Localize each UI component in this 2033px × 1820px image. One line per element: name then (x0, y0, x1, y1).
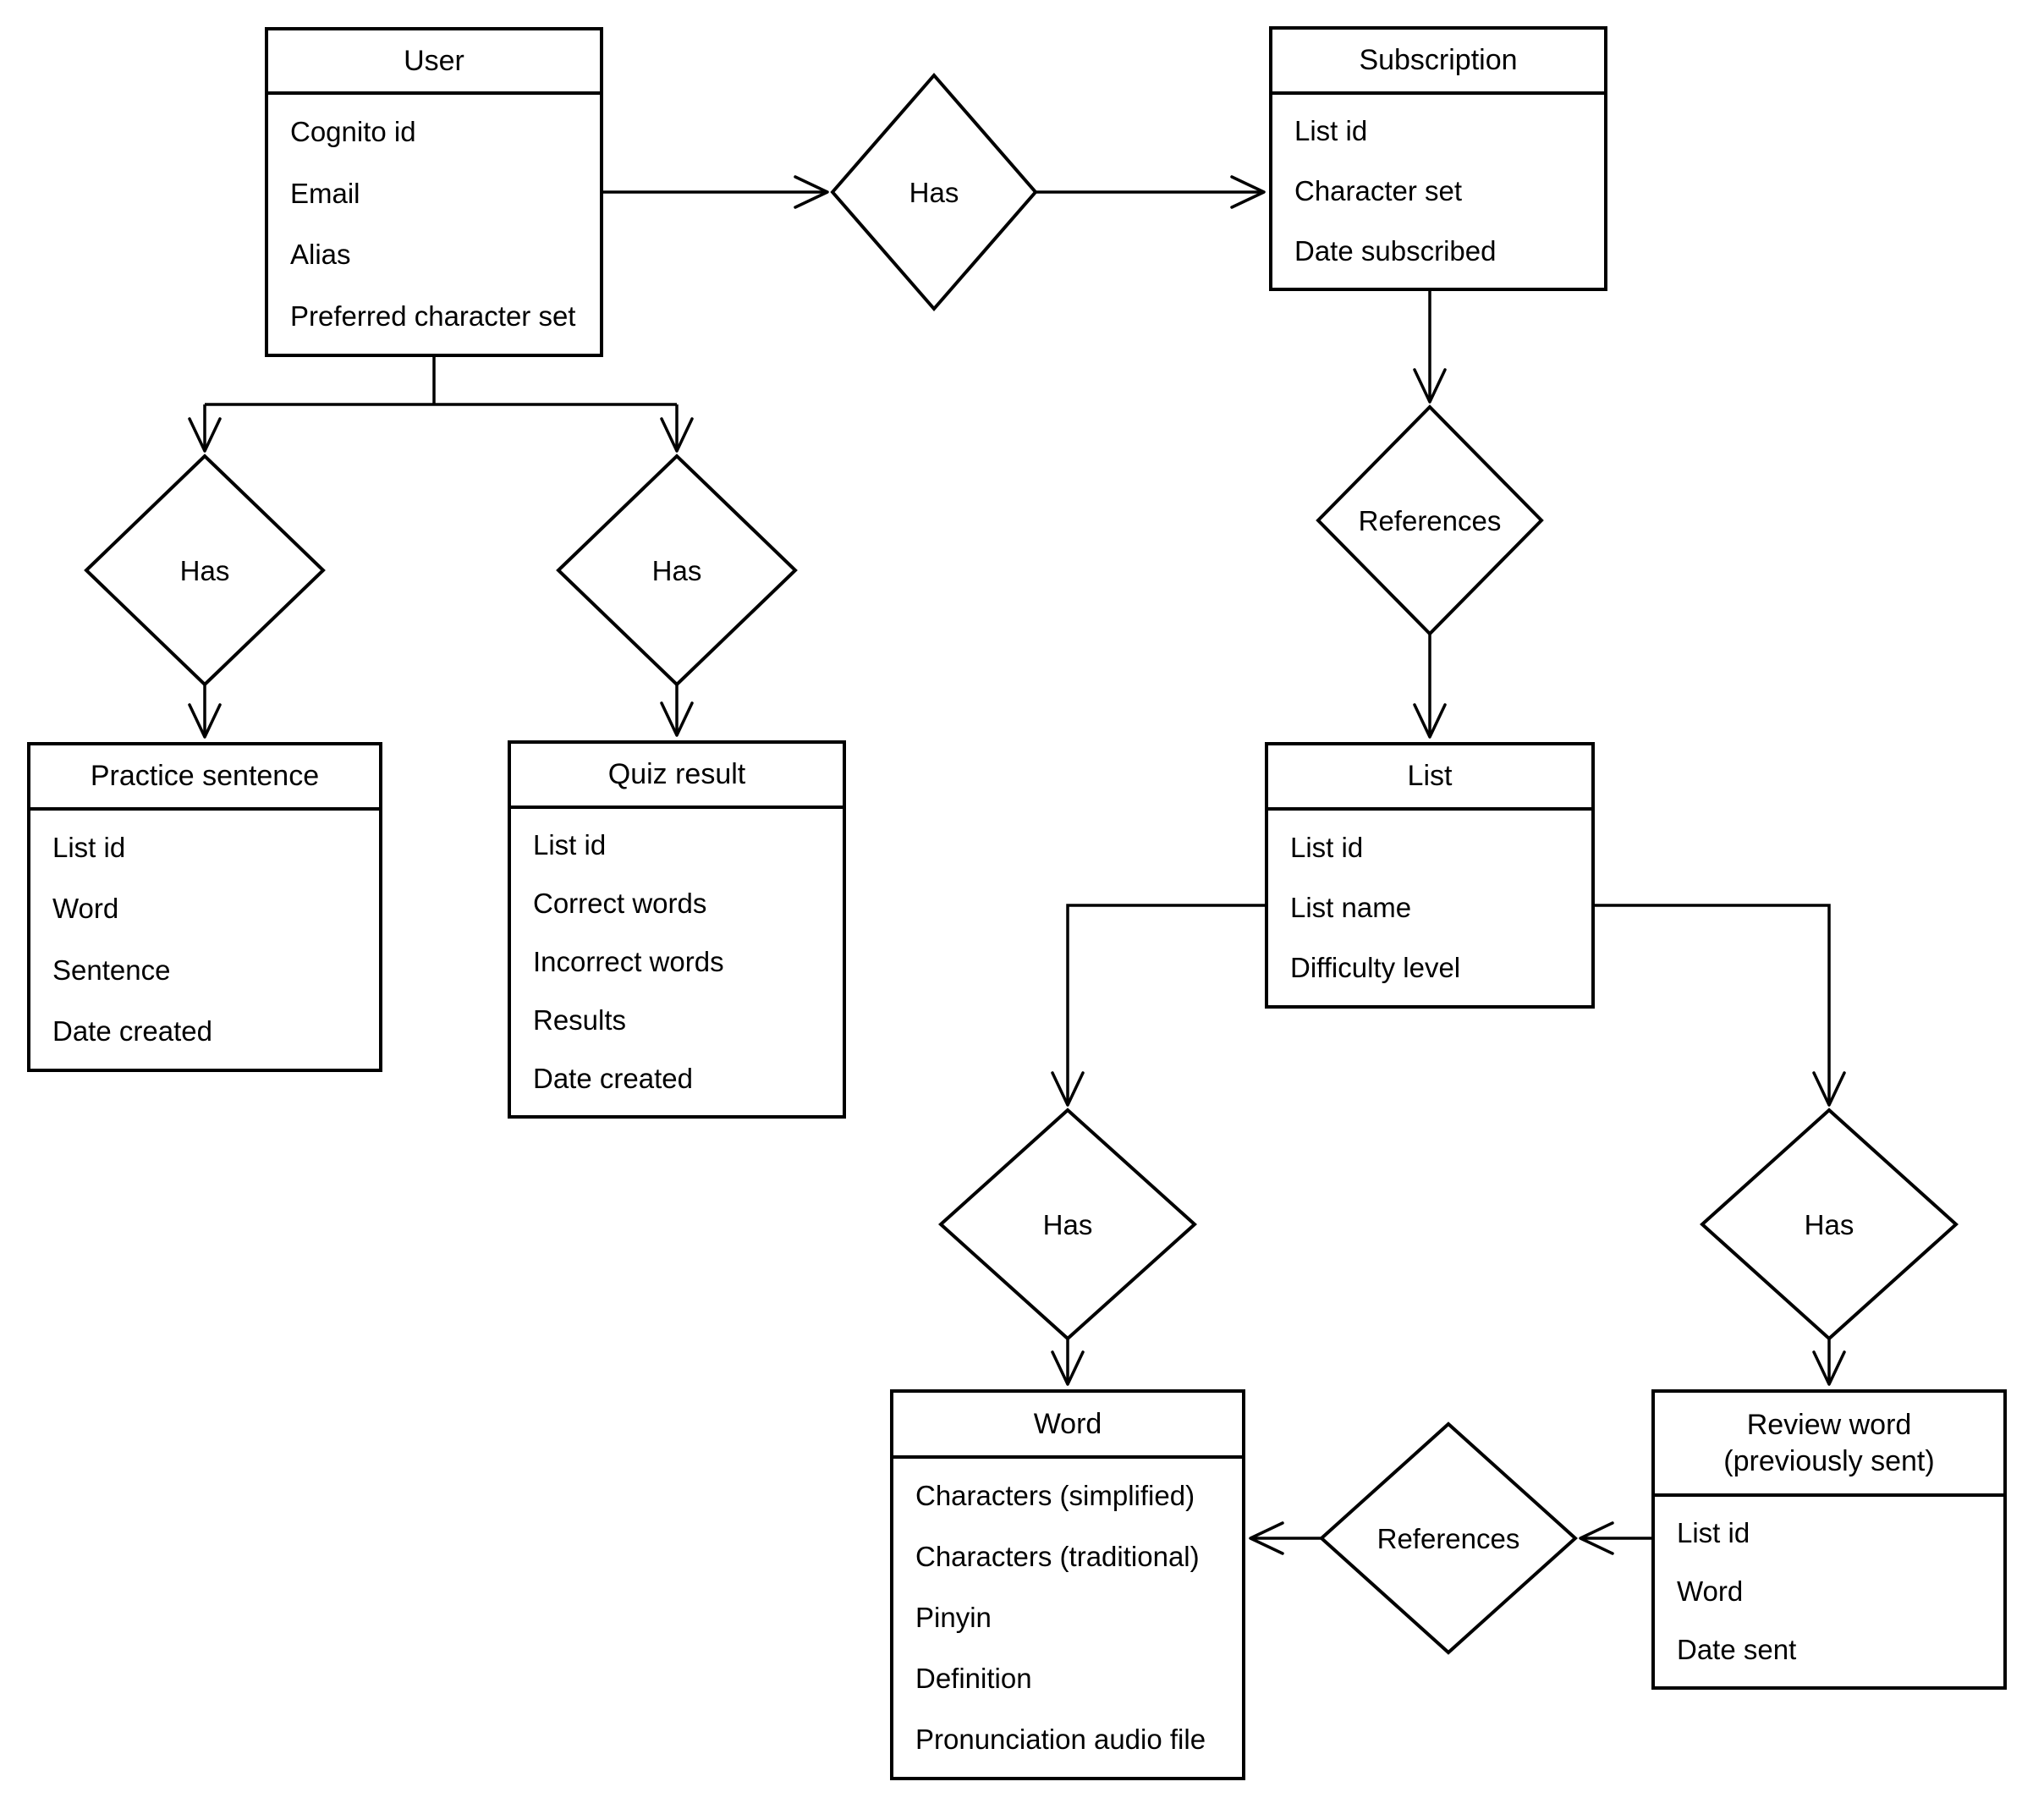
entity-title: Subscription (1272, 30, 1604, 95)
attribute-row: Characters (simplified) (915, 1480, 1195, 1511)
attribute-row: Date created (52, 1014, 212, 1047)
entity-user: User Cognito id Email Alias Preferred ch… (265, 27, 603, 357)
attribute-row: Results (533, 1004, 627, 1036)
entity-title-text-line2: (previously sent) (1723, 1444, 1935, 1477)
relationship-diamond-list-review (1700, 1108, 1959, 1341)
attribute-row: List id (1677, 1516, 1750, 1548)
entity-title-text: Quiz result (607, 758, 746, 791)
entity-review-word: Review word (previously sent) List id Wo… (1651, 1389, 2007, 1690)
entity-title: User (268, 30, 600, 95)
relationship-label: References (1377, 1523, 1520, 1554)
entity-attribute-list: List id Word Sentence Date created (30, 811, 379, 1069)
attribute-row: Word (52, 893, 119, 925)
relationship-diamond-user-quiz (556, 454, 798, 687)
entity-attribute-list: List id List name Difficulty level (1268, 811, 1591, 1005)
entity-title: Word (893, 1393, 1242, 1459)
entity-quiz-result: Quiz result List id Correct words Incorr… (508, 740, 846, 1119)
attribute-row: List name (1290, 891, 1412, 923)
attribute-row: List id (1294, 115, 1368, 147)
relationship-label: References (1359, 505, 1502, 536)
attribute-row: Character set (1294, 175, 1463, 206)
entity-title-text: List (1407, 760, 1453, 793)
relationship-label: Has (909, 177, 959, 208)
attribute-row: Characters (traditional) (915, 1541, 1200, 1572)
entity-title-text: Subscription (1359, 44, 1518, 77)
entity-attribute-list: List id Correct words Incorrect words Re… (511, 809, 843, 1115)
entity-word: Word Characters (simplified) Characters … (890, 1389, 1245, 1780)
entity-attribute-list: List id Word Date sent (1655, 1497, 2003, 1686)
attribute-row: Alias (290, 239, 351, 271)
entity-title-text: Practice sentence (90, 760, 320, 793)
entity-title-text: Word (1033, 1407, 1102, 1440)
relationship-diamond-user-practice (84, 454, 326, 687)
entity-title-text: User (404, 44, 464, 77)
attribute-row: Definition (915, 1663, 1032, 1694)
entity-attribute-list: Cognito id Email Alias Preferred charact… (268, 95, 600, 354)
attribute-row: Correct words (533, 887, 707, 919)
attribute-row: Difficulty level (1290, 952, 1461, 984)
relationship-label: Has (180, 555, 230, 586)
entity-title: Review word (previously sent) (1655, 1393, 2003, 1497)
connector-list-to-has-review (1595, 904, 1846, 1107)
entity-title: Practice sentence (30, 745, 379, 811)
connector-list-to-has-word (1051, 904, 1265, 1107)
attribute-row: Pronunciation audio file (915, 1724, 1206, 1755)
relationship-label: Has (1805, 1209, 1854, 1240)
attribute-row: List id (533, 828, 607, 861)
attribute-row: Word (1677, 1575, 1744, 1607)
attribute-row: Cognito id (290, 116, 416, 148)
relationship-diamond-list-word (938, 1108, 1197, 1341)
relationship-diamond-user-subscription (830, 72, 1038, 312)
attribute-row: Preferred character set (290, 300, 576, 332)
entity-title: Quiz result (511, 744, 843, 809)
entity-subscription: Subscription List id Character set Date … (1269, 26, 1607, 291)
attribute-row: Date subscribed (1294, 234, 1497, 267)
attribute-row: Sentence (52, 954, 171, 986)
attribute-row: List id (52, 832, 126, 864)
entity-title-text-line1: Review word (1746, 1409, 1912, 1441)
entity-attribute-list: List id Character set Date subscribed (1272, 95, 1604, 288)
entity-attribute-list: Characters (simplified) Characters (trad… (893, 1459, 1242, 1777)
attribute-row: Incorrect words (533, 946, 724, 977)
relationship-label: Has (1043, 1209, 1093, 1240)
relationship-diamond-subscription-list (1316, 404, 1544, 636)
attribute-row: Date created (533, 1063, 693, 1095)
entity-title: List (1268, 745, 1591, 811)
relationship-diamond-review-references-word (1319, 1421, 1578, 1655)
entity-list: List List id List name Difficulty level (1265, 742, 1595, 1009)
attribute-row: List id (1290, 831, 1364, 863)
attribute-row: Email (290, 177, 360, 209)
attribute-row: Pinyin (915, 1602, 992, 1633)
relationship-label: Has (652, 555, 702, 586)
entity-practice-sentence: Practice sentence List id Word Sentence … (27, 742, 382, 1072)
attribute-row: Date sent (1677, 1634, 1797, 1666)
